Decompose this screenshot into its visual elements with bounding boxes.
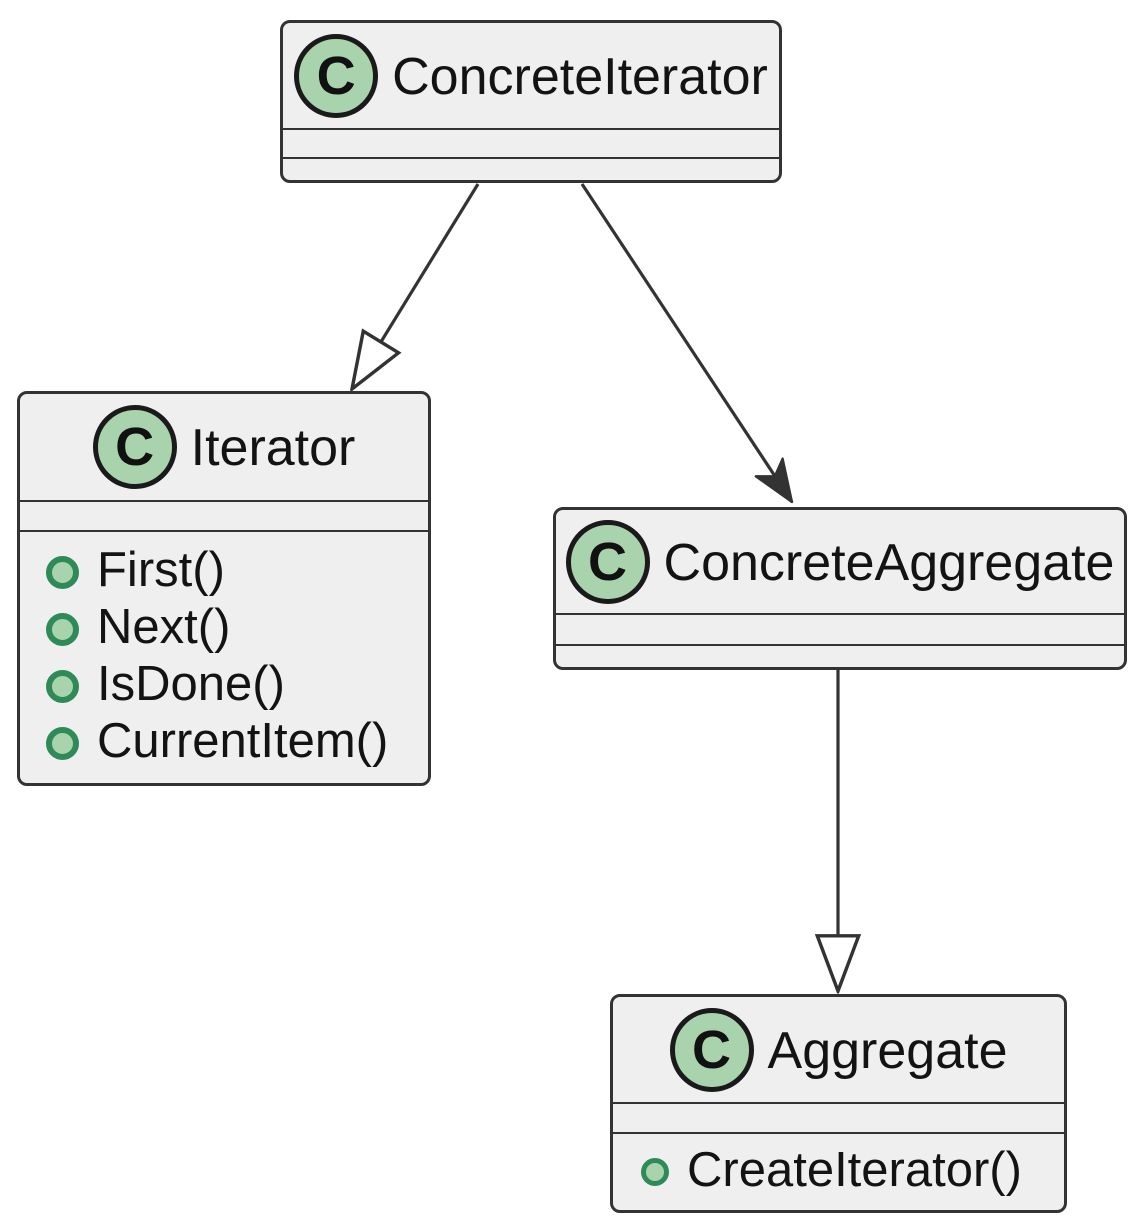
public-method-icon — [46, 612, 79, 646]
method-label: CreateIterator() — [687, 1142, 1022, 1197]
class-name: Iterator — [190, 419, 356, 477]
method-row: First() — [46, 544, 428, 601]
methods-section: First() Next() IsDone() CurrentItem() — [20, 532, 428, 783]
method-row: IsDone() — [46, 658, 428, 715]
class-icon: C — [565, 519, 650, 604]
attributes-section-empty — [556, 613, 1124, 646]
edge-concreteiterator-inherits-iterator — [352, 183, 480, 389]
class-box-concrete-aggregate: C ConcreteAggregate — [553, 507, 1127, 670]
method-row: CurrentItem() — [46, 715, 428, 772]
methods-section-empty — [556, 646, 1124, 667]
public-method-icon — [46, 726, 79, 760]
method-label: First() — [97, 542, 225, 597]
public-method-icon — [46, 669, 79, 703]
methods-section-empty — [283, 159, 779, 180]
method-row: Next() — [46, 601, 428, 658]
method-label: IsDone() — [97, 656, 285, 711]
class-box-concrete-iterator: C ConcreteIterator — [280, 20, 782, 183]
class-header: C Aggregate — [613, 997, 1064, 1102]
attributes-section-empty — [283, 128, 779, 159]
class-name: ConcreteAggregate — [663, 533, 1115, 592]
method-row: CreateIterator() — [641, 1144, 1064, 1201]
public-method-icon — [46, 555, 79, 589]
attributes-section-empty — [613, 1102, 1064, 1134]
class-header: C ConcreteIterator — [283, 23, 779, 128]
method-label: Next() — [97, 599, 231, 654]
public-method-icon — [641, 1158, 669, 1186]
class-name: ConcreteIterator — [392, 47, 768, 106]
class-box-aggregate: C Aggregate CreateIterator() — [610, 994, 1067, 1213]
method-label: CurrentItem() — [97, 713, 389, 768]
class-header: C Iterator — [20, 394, 428, 500]
class-box-iterator: C Iterator First() Next() IsDone() Curre… — [17, 391, 431, 786]
edge-concreteiterator-association-concreteaggregate — [580, 183, 794, 504]
class-icon: C — [92, 405, 177, 489]
class-header: C ConcreteAggregate — [556, 510, 1124, 613]
class-icon: C — [294, 33, 379, 118]
class-name: Aggregate — [767, 1021, 1008, 1080]
attributes-section-empty — [20, 500, 428, 532]
class-icon: C — [669, 1007, 754, 1092]
methods-section: CreateIterator() — [613, 1134, 1064, 1210]
